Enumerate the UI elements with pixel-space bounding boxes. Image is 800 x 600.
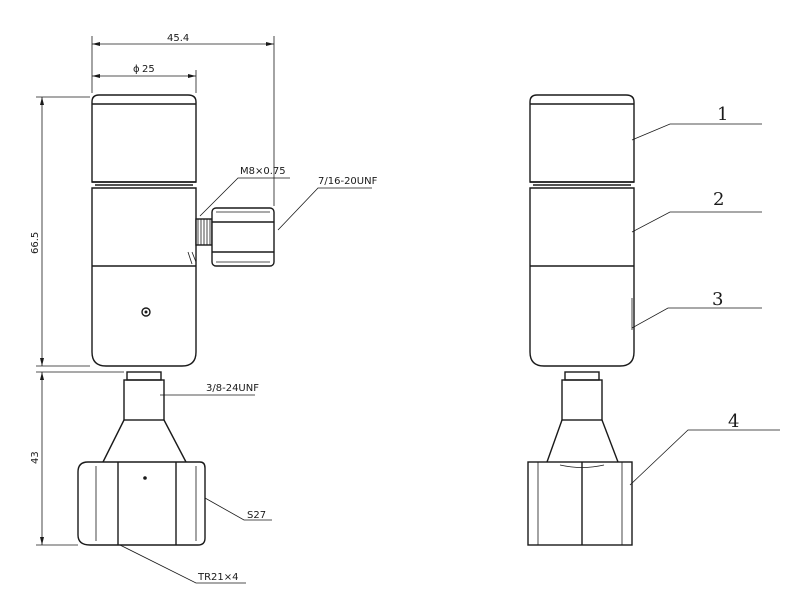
left-stem	[102, 371, 187, 463]
left-hex-fitting	[77, 461, 206, 546]
left-body	[91, 187, 197, 367]
callout-outlet-thread: 7/16-20UNF	[318, 176, 378, 187]
right-stem	[546, 371, 619, 463]
part-number-2: 2	[713, 189, 724, 210]
left-cap	[91, 94, 197, 183]
right-body	[529, 187, 635, 367]
outlet-hex-nut	[211, 207, 275, 267]
part-number-4: 4	[728, 411, 739, 432]
dim-diameter: ϕ 25	[133, 64, 155, 75]
right-cap	[529, 94, 635, 183]
callout-hex-size: S27	[247, 510, 266, 521]
diameter-value: 25	[142, 64, 155, 75]
dimension-lines	[36, 36, 372, 584]
callout-inlet-thread: TR21×4	[197, 572, 239, 583]
diameter-symbol: ϕ	[133, 64, 140, 75]
left-view	[77, 94, 275, 546]
dim-lower-height: 43	[30, 451, 41, 464]
part-leaders	[629, 123, 780, 486]
callout-stem-thread: 3/8-24UNF	[206, 383, 259, 394]
side-thread-stub	[195, 218, 213, 246]
right-view	[527, 94, 780, 546]
dim-body-height: 66.5	[30, 232, 41, 254]
part-number-3: 3	[712, 289, 723, 310]
part-number-1: 1	[717, 104, 728, 125]
right-hex-fitting	[527, 461, 633, 546]
vent-hole	[141, 307, 151, 317]
callout-side-thread: M8×0.75	[240, 166, 286, 177]
dim-overall-width: 45.4	[167, 33, 189, 44]
